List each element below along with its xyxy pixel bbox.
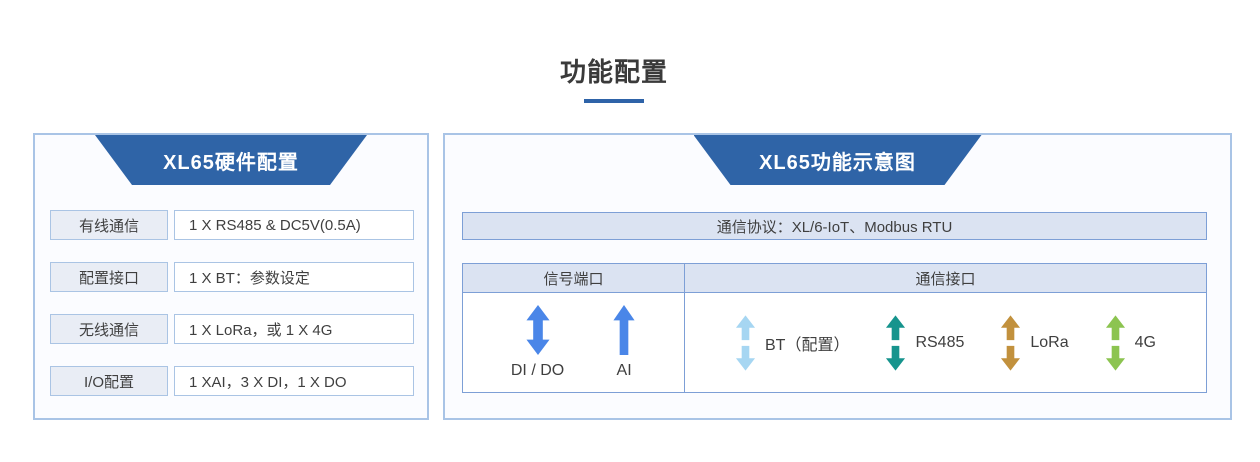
double-arrow-icon: [526, 305, 550, 355]
comm-interface-lora: LoRa: [1000, 314, 1069, 371]
comm-interfaces-header: 通信接口: [685, 263, 1207, 293]
io-table-body: DI / DO AI BT（配置: [462, 293, 1207, 393]
io-table-header: 信号端口 通信接口: [462, 263, 1207, 293]
page-title-block: 功能配置: [0, 52, 1228, 103]
comm-interface-rs485: RS485: [885, 314, 965, 371]
title-underline: [584, 99, 644, 103]
io-table: 信号端口 通信接口 DI / DO AI: [462, 263, 1207, 393]
signal-ports-cell: DI / DO AI: [463, 293, 685, 392]
hardware-config-row-io: I/O配置 1 XAI，3 X DI，1 X DO: [50, 366, 414, 396]
comm-interface-label: RS485: [915, 333, 965, 351]
hardware-config-rows: 有线通信 1 X RS485 & DC5V(0.5A) 配置接口 1 X BT：…: [50, 210, 414, 418]
function-diagram-panel: XL65功能示意图 通信协议：XL/6-IoT、Modbus RTU 信号端口 …: [443, 133, 1232, 420]
hardware-config-row-wired: 有线通信 1 X RS485 & DC5V(0.5A): [50, 210, 414, 240]
comm-interface-label: LoRa: [1030, 333, 1069, 351]
function-diagram-panel-header: XL65功能示意图: [694, 135, 982, 185]
row-label: 无线通信: [50, 314, 168, 344]
hardware-config-row-config-port: 配置接口 1 X BT：参数设定: [50, 262, 414, 292]
split-double-arrow-icon: [1001, 314, 1021, 371]
row-label: 配置接口: [50, 262, 168, 292]
page-title: 功能配置: [559, 57, 668, 87]
comm-interface-bt: BT（配置）: [735, 314, 850, 371]
hardware-config-panel: XL65硬件配置 有线通信 1 X RS485 & DC5V(0.5A) 配置接…: [33, 133, 429, 420]
signal-port-label: DI / DO: [510, 362, 565, 379]
row-value: 1 X LoRa，或 1 X 4G: [174, 314, 414, 344]
split-double-arrow-icon: [1105, 314, 1125, 371]
row-value: 1 X RS485 & DC5V(0.5A): [174, 210, 414, 240]
signal-port-ai: AI: [612, 305, 636, 380]
comm-interface-4g: 4G: [1105, 314, 1156, 371]
signal-ports-header: 信号端口: [462, 263, 685, 293]
row-value: 1 XAI，3 X DI，1 X DO: [174, 366, 414, 396]
comm-interfaces-cell: BT（配置） RS485 LoRa: [685, 293, 1206, 392]
comm-interface-label: BT（配置）: [765, 336, 850, 354]
row-label: I/O配置: [50, 366, 168, 396]
up-arrow-icon: [613, 305, 635, 355]
hardware-config-row-wireless: 无线通信 1 X LoRa，或 1 X 4G: [50, 314, 414, 344]
comm-interface-label: 4G: [1134, 333, 1156, 351]
protocol-bar: 通信协议：XL/6-IoT、Modbus RTU: [462, 212, 1207, 240]
split-double-arrow-icon: [886, 314, 906, 371]
split-double-arrow-icon: [735, 314, 756, 371]
hardware-config-panel-header: XL65硬件配置: [95, 135, 367, 185]
signal-port-label: AI: [616, 362, 632, 379]
row-value: 1 X BT：参数设定: [174, 262, 414, 292]
signal-port-di-do: DI / DO: [511, 305, 564, 380]
row-label: 有线通信: [50, 210, 168, 240]
